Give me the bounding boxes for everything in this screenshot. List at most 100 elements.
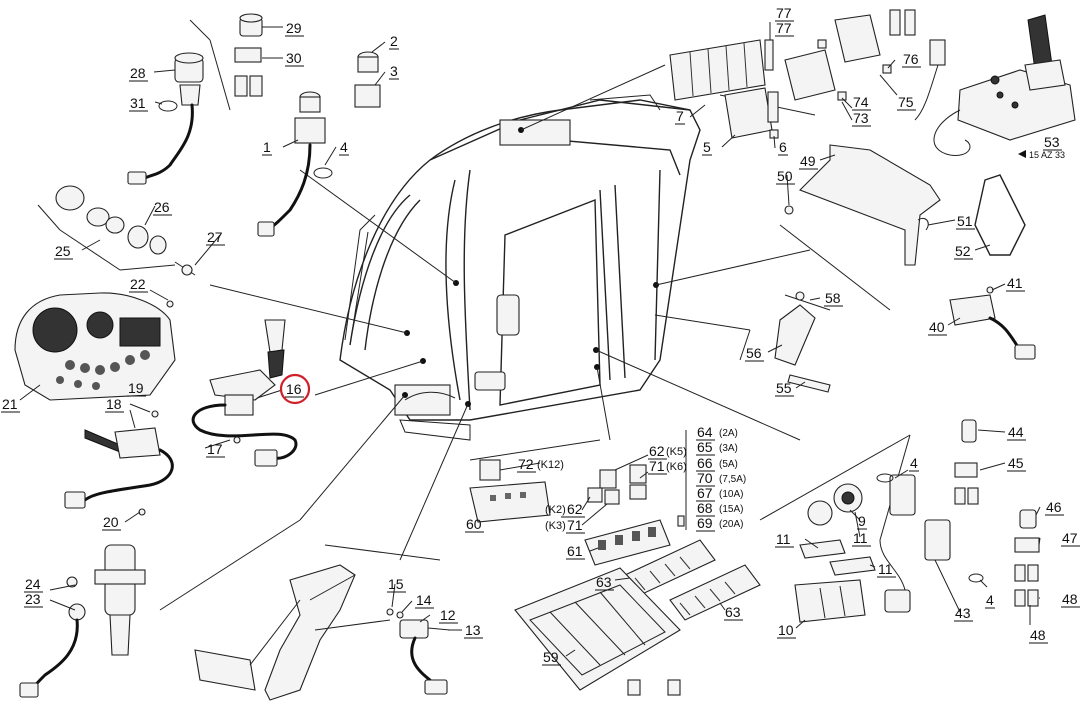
fuse-strips-63 xyxy=(624,539,761,621)
label-68: 68 xyxy=(697,500,713,516)
tag-k6: (K6) xyxy=(666,461,687,473)
label-1: 1 xyxy=(263,139,271,155)
label-62a: 62 xyxy=(649,443,665,459)
label-61: 61 xyxy=(567,543,583,559)
label-21: 21 xyxy=(2,396,18,412)
label-12: 12 xyxy=(440,607,456,623)
label-15: 15 xyxy=(388,576,404,592)
bracket-49 xyxy=(784,144,1026,266)
switch-panel-43 xyxy=(876,473,984,613)
reference-code: 15 AZ 33 xyxy=(1018,150,1065,160)
label-43: 43 xyxy=(955,605,971,621)
label-4b: 4 xyxy=(910,455,918,471)
label-72: 72 xyxy=(518,456,534,472)
label-7: 7 xyxy=(676,108,684,124)
rating-64: (2A) xyxy=(719,428,738,439)
brake-valve-23 xyxy=(19,544,146,698)
part-29-30 xyxy=(234,13,263,97)
label-17: 17 xyxy=(207,441,223,457)
switches-73-77 xyxy=(669,9,946,139)
label-75: 75 xyxy=(898,94,914,110)
label-40: 40 xyxy=(929,319,945,335)
label-26: 26 xyxy=(154,199,170,215)
label-3: 3 xyxy=(390,63,398,79)
label-11c: 11 xyxy=(878,561,893,577)
label-51: 51 xyxy=(957,213,973,229)
part-9-10-11 xyxy=(794,483,876,623)
instrument-cluster-21 xyxy=(14,292,176,401)
pedal-assembly xyxy=(194,564,391,701)
label-65: 65 xyxy=(697,439,713,455)
label-67: 67 xyxy=(697,485,713,501)
label-44: 44 xyxy=(1008,424,1024,440)
part-25-26 xyxy=(55,185,167,255)
tag-k12: (K12) xyxy=(537,459,564,471)
rating-69: (20A) xyxy=(719,519,743,530)
relay-box-60 xyxy=(469,459,551,523)
label-69: 69 xyxy=(697,515,713,531)
part-56-58 xyxy=(774,291,831,393)
label-9: 9 xyxy=(858,513,866,529)
label-11a: 11 xyxy=(853,530,868,546)
part-44-45 xyxy=(954,419,979,505)
label-underlines xyxy=(1,20,1080,666)
combination-switch-16 xyxy=(191,319,298,467)
wiper-switch-18 xyxy=(64,410,174,516)
fuse-holder-61 xyxy=(584,519,671,566)
highlight-16[interactable]: 16 xyxy=(256,373,311,405)
label-77a: 77 xyxy=(776,5,792,21)
label-64: 64 xyxy=(697,424,713,440)
label-71a: 71 xyxy=(649,458,665,474)
tag-k3: (K3) xyxy=(545,520,566,532)
label-31: 31 xyxy=(130,95,146,111)
label-66: 66 xyxy=(697,455,713,471)
rating-67: (10A) xyxy=(719,489,743,500)
label-50: 50 xyxy=(777,168,793,184)
label-25: 25 xyxy=(55,243,71,259)
rating-68: (15A) xyxy=(719,504,743,515)
label-48b: 48 xyxy=(1030,627,1046,643)
label-49: 49 xyxy=(800,153,816,169)
label-13: 13 xyxy=(465,622,481,638)
push-button-assembly xyxy=(257,51,381,237)
label-56: 56 xyxy=(746,345,762,361)
label-63b: 63 xyxy=(725,604,741,620)
label-4a: 4 xyxy=(340,139,348,155)
screw-22 xyxy=(166,300,174,308)
part-46-47-48 xyxy=(1014,509,1040,607)
label-29: 29 xyxy=(286,20,302,36)
label-76: 76 xyxy=(903,51,919,67)
label-48a: 48 xyxy=(1062,591,1078,607)
fuse-ratings: (2A) (3A) (5A) (7,5A) (10A) (15A) (20A) xyxy=(719,428,746,530)
label-46: 46 xyxy=(1046,499,1062,515)
label-28: 28 xyxy=(130,65,146,81)
label-59: 59 xyxy=(543,649,559,665)
label-71b: 71 xyxy=(567,517,583,533)
label-leaders xyxy=(19,22,1041,657)
switch-28 xyxy=(127,52,204,185)
fuse-box-59 xyxy=(514,567,681,696)
label-4c: 4 xyxy=(986,592,994,608)
label-2: 2 xyxy=(390,33,398,49)
label-5: 5 xyxy=(703,139,711,155)
callout-labels: 28 29 30 31 2 3 1 4 25 26 27 22 21 19 18… xyxy=(2,5,1078,665)
label-41: 41 xyxy=(1007,275,1023,291)
joystick-53 xyxy=(933,14,1076,156)
tag-k2: (K2) xyxy=(545,504,566,516)
rating-65: (3A) xyxy=(719,443,738,454)
label-16: 16 xyxy=(286,381,302,397)
label-53: 53 xyxy=(1044,134,1060,150)
label-58: 58 xyxy=(825,290,841,306)
leader-anchors xyxy=(402,127,659,407)
label-63a: 63 xyxy=(596,574,612,590)
cab-body xyxy=(339,94,701,441)
label-60: 60 xyxy=(466,516,482,532)
highlight-circle xyxy=(279,373,311,405)
label-27: 27 xyxy=(207,229,223,245)
label-22: 22 xyxy=(130,276,146,292)
brake-switch-12 xyxy=(386,608,451,695)
label-73: 73 xyxy=(853,110,869,126)
label-45: 45 xyxy=(1008,455,1024,471)
